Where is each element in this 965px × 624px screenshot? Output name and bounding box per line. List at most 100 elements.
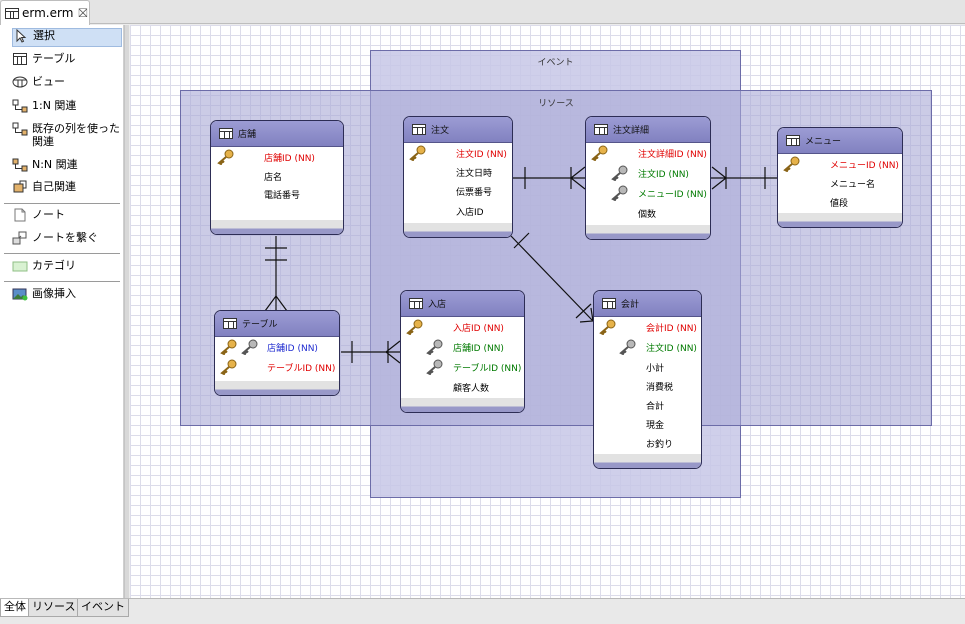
palette-item-view[interactable]: ビュー — [12, 75, 122, 89]
attribute: 電話番号 — [264, 191, 301, 201]
table-icon — [786, 135, 800, 146]
attribute: 個数 — [638, 210, 657, 220]
entity-title: メニュー — [805, 137, 842, 147]
primary-key-icon — [599, 319, 616, 335]
palette-item-label: ノート — [32, 208, 65, 221]
palette-item-select[interactable]: 選択 — [12, 28, 122, 47]
relation-store-table — [264, 236, 288, 312]
entity-header: 会計 — [594, 291, 701, 317]
palette-item-label: ノートを繋ぐ — [32, 231, 98, 244]
palette-item-label: N:N 関連 — [32, 158, 78, 171]
attribute: 合計 — [646, 402, 665, 412]
palette-item-label: 画像挿入 — [32, 287, 76, 300]
entity-title: 会計 — [621, 300, 640, 310]
attribute: 顧客人数 — [453, 384, 490, 394]
attribute-pk: テーブルID (NN) — [267, 364, 336, 374]
attribute-pk: メニューID (NN) — [830, 161, 899, 171]
editor-tab-bar: erm.erm ⛝ — [0, 0, 965, 25]
palette-item-label: 1:N 関連 — [32, 99, 77, 112]
relationship-lines — [264, 166, 777, 364]
attribute-fk: テーブルID (NN) — [453, 364, 522, 374]
attribute: 入店ID — [456, 208, 484, 218]
entity-order[interactable]: 注文 注文ID (NN) 注文日時 伝票番号 入店ID — [403, 116, 513, 238]
attribute-pk: 入店ID (NN) — [453, 324, 504, 334]
primary-key-icon — [406, 319, 423, 335]
palette-item-label: ビュー — [32, 75, 65, 88]
palette-item-category[interactable]: カテゴリ — [12, 259, 122, 273]
primary-key-icon — [783, 156, 800, 172]
palette-separator — [4, 203, 120, 204]
entity-header: テーブル — [215, 311, 339, 337]
palette-item-table[interactable]: テーブル — [12, 52, 122, 66]
palette-scrollbar[interactable] — [124, 25, 129, 598]
palette-separator — [4, 281, 120, 282]
entity-footer — [594, 454, 701, 468]
entity-title: 入店 — [428, 300, 447, 310]
palette: 選択 テーブル ビュー 1:N 関連 既存の列を使った関連 N:N 関連 自 — [0, 25, 124, 598]
relation-detail-menu — [710, 166, 777, 190]
entity-footer — [401, 398, 524, 412]
palette-item-insert-image[interactable]: 画像挿入 — [12, 287, 122, 301]
view-icon — [12, 75, 28, 89]
entity-menu[interactable]: メニュー メニューID (NN) メニュー名 値段 — [777, 127, 903, 228]
entity-checkout[interactable]: 会計 会計ID (NN) 注文ID (NN) 小計 消費税 合計 現金 お釣り — [593, 290, 702, 469]
entity-footer — [404, 223, 512, 237]
foreign-key-icon — [611, 165, 628, 181]
relation-table-visit — [341, 340, 401, 364]
entity-header: 店舗 — [211, 121, 343, 147]
category-icon — [12, 259, 28, 273]
diagram-canvas[interactable]: イベント リソース 店舗 店舗ID (NN) 店名 電話番号 テーブル — [130, 25, 965, 598]
palette-item-one-to-many[interactable]: 1:N 関連 — [12, 99, 122, 113]
foreign-key-icon — [426, 359, 443, 375]
relation-order-detail — [513, 166, 586, 190]
table-icon — [12, 52, 28, 66]
tab-event[interactable]: イベント — [77, 599, 129, 617]
attribute: 小計 — [646, 364, 665, 374]
attribute-pk: 会計ID (NN) — [646, 324, 697, 334]
attribute: 伝票番号 — [456, 188, 493, 198]
palette-item-note-connection[interactable]: ノートを繋ぐ — [12, 231, 122, 245]
table-icon — [412, 124, 426, 135]
attribute-fk: メニューID (NN) — [638, 190, 707, 200]
foreign-key-icon — [619, 339, 636, 355]
attribute: 現金 — [646, 421, 665, 431]
foreign-key-icon — [241, 339, 258, 355]
attribute-fk: 店舗ID (NN) — [453, 344, 504, 354]
editor-tab-title: erm.erm — [22, 6, 74, 20]
entity-order-detail[interactable]: 注文詳細 注文詳細ID (NN) 注文ID (NN) メニューID (NN) 個… — [585, 116, 711, 240]
close-icon[interactable]: ⛝ — [78, 5, 88, 20]
table-icon — [223, 318, 237, 329]
palette-item-label: 選択 — [33, 29, 55, 42]
entity-visit[interactable]: 入店 入店ID (NN) 店舗ID (NN) テーブルID (NN) 顧客人数 — [400, 290, 525, 413]
entity-footer — [215, 381, 339, 395]
tab-all[interactable]: 全体 — [0, 599, 30, 617]
entity-footer — [778, 213, 902, 227]
palette-item-existing-column-relation[interactable]: 既存の列を使った関連 — [12, 122, 122, 148]
attribute-pk: 店舗ID (NN) — [264, 154, 315, 164]
palette-item-many-to-many[interactable]: N:N 関連 — [12, 158, 122, 172]
entity-header: 注文 — [404, 117, 512, 143]
entity-title: 店舗 — [238, 130, 257, 140]
attribute: 値段 — [830, 199, 849, 209]
relation-order-checkout — [510, 232, 594, 323]
palette-item-self-relation[interactable]: 自己関連 — [12, 180, 122, 194]
entity-header: メニュー — [778, 128, 902, 154]
palette-item-label: 自己関連 — [32, 180, 76, 193]
primary-key-icon — [220, 339, 237, 355]
table-icon — [594, 124, 608, 135]
tab-resource[interactable]: リソース — [28, 599, 80, 617]
self-relation-icon — [12, 180, 28, 194]
entity-header: 注文詳細 — [586, 117, 710, 143]
entity-store[interactable]: 店舗 店舗ID (NN) 店名 電話番号 — [210, 120, 344, 235]
entity-footer — [586, 225, 710, 239]
table-icon — [409, 298, 423, 309]
entity-table[interactable]: テーブル 店舗ID (NN) テーブルID (NN) — [214, 310, 340, 396]
attribute: 消費税 — [646, 383, 674, 393]
editor-tab[interactable]: erm.erm ⛝ — [0, 0, 90, 25]
primary-key-icon — [409, 145, 426, 161]
attribute: 注文日時 — [456, 169, 493, 179]
entity-title: テーブル — [242, 320, 278, 330]
palette-item-note[interactable]: ノート — [12, 208, 122, 222]
palette-item-label: 既存の列を使った関連 — [32, 122, 120, 148]
attribute: メニュー名 — [830, 180, 876, 190]
